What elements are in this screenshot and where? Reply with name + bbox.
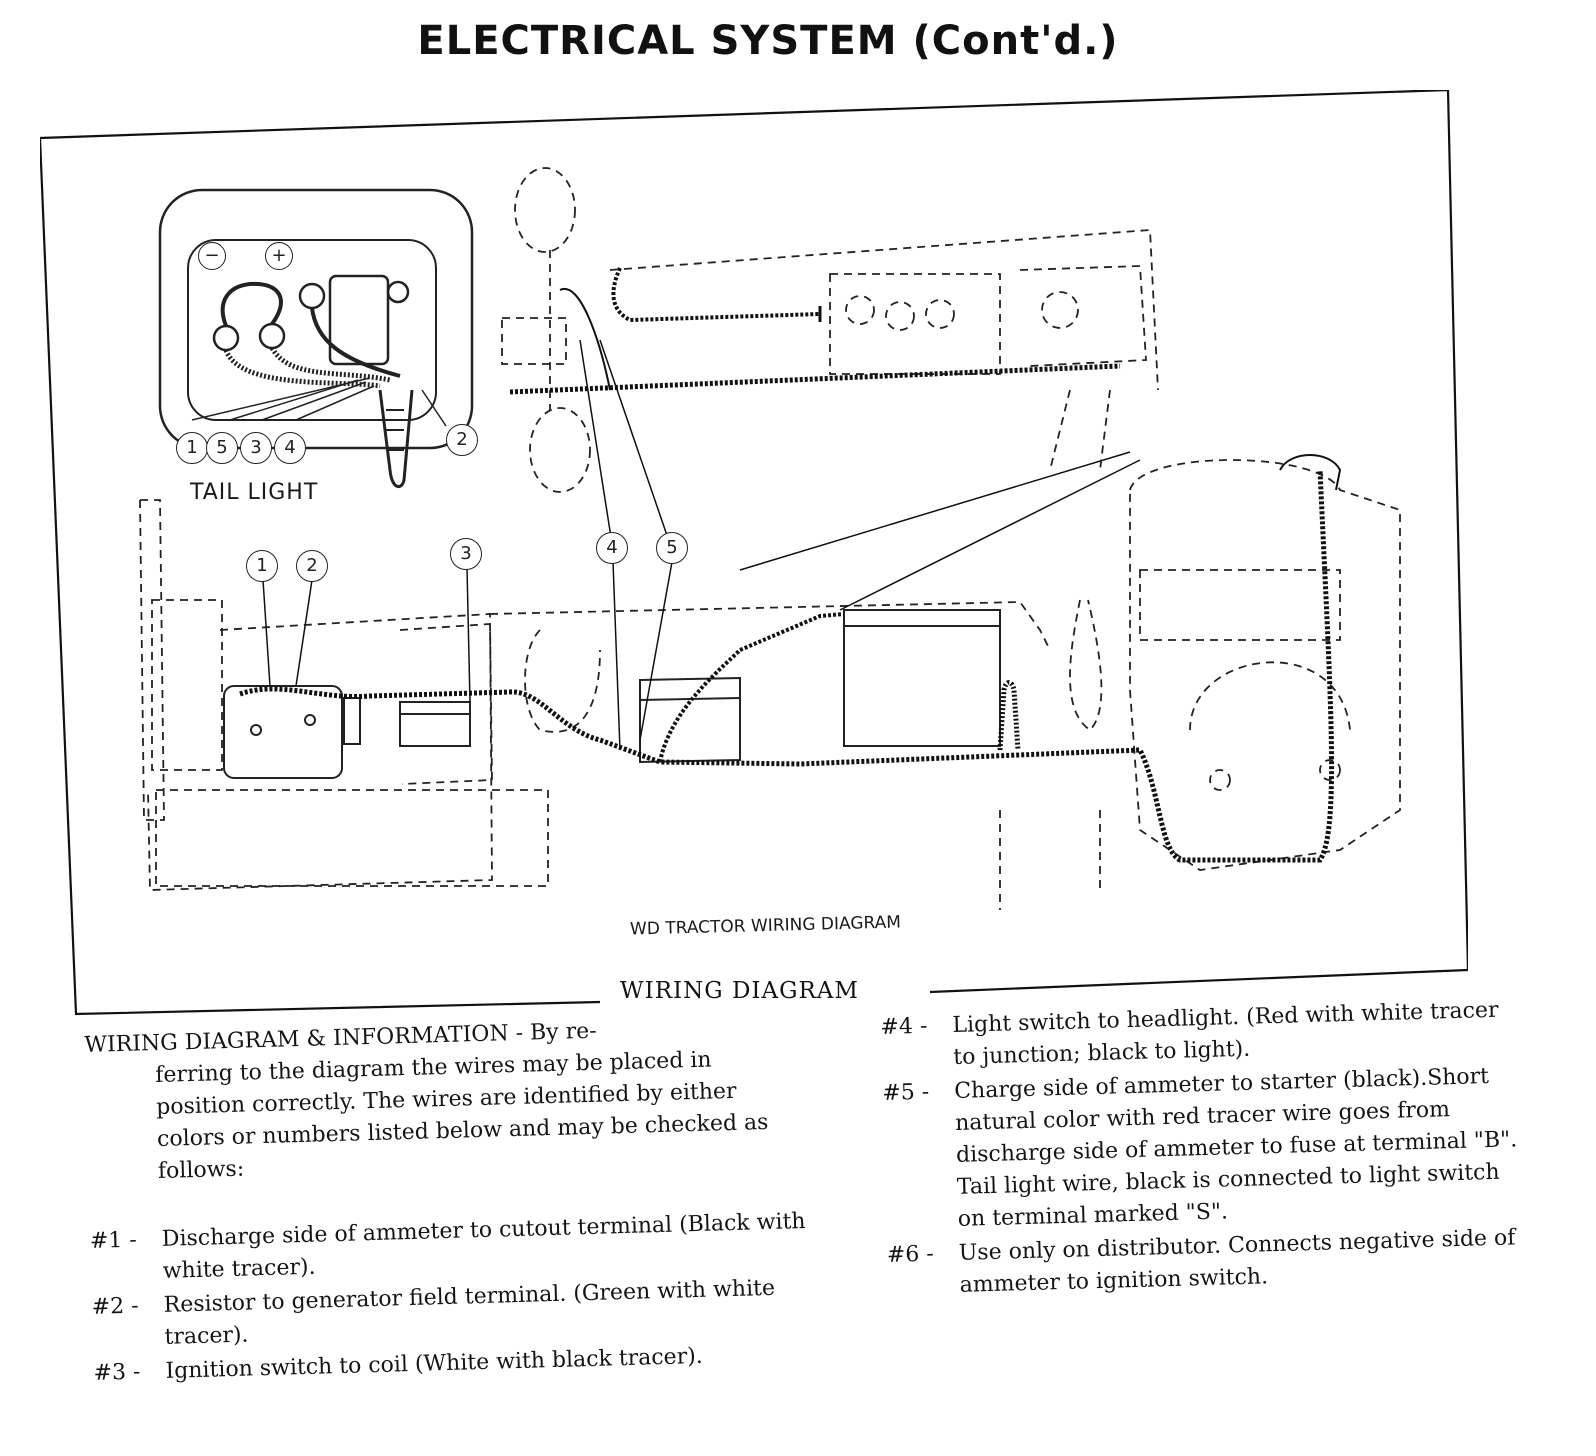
main-callout-5: 5 [656,532,688,564]
wire-item-5: #5 - Charge side of ammeter to starter (… [882,1060,1526,1238]
inset-callout-3: 3 [240,432,272,464]
polarity-positive: + [265,242,293,270]
wire-description: Use only on distributor. Connects negati… [958,1225,1516,1298]
wire-number: #6 - [886,1241,935,1268]
inset-callout-2: 2 [446,424,478,456]
inset-callout-1: 1 [176,432,208,464]
inset-callout-5: 5 [206,432,238,464]
figure-border [40,90,1468,971]
wire-number: #4 - [880,1013,928,1040]
wire-number: #1 - [89,1227,138,1254]
inset-callout-4: 4 [274,432,306,464]
coil [399,701,471,747]
main-callout-2: 2 [296,550,328,582]
intro-body: ferring to the diagram the wires may be … [154,1047,769,1184]
tractor-body [139,459,1401,910]
dash-assembly [501,167,1159,493]
wire-number: #3 - [93,1359,141,1386]
intro-paragraph: WIRING DIAGRAM & INFORMATION - By re- fe… [84,1010,808,1190]
wiring-diagram-drawing [40,90,1468,1016]
polarity-negative: − [198,242,226,270]
starter [639,676,741,764]
battery [843,609,1001,747]
tail-light-label: TAIL LIGHT [190,480,319,505]
page-title: ELECTRICAL SYSTEM (Cont'd.) [417,18,1119,64]
wire-number: #5 - [881,1079,930,1106]
main-callout-3: 3 [450,538,482,570]
figure-caption: WIRING DIAGRAM [610,978,869,1004]
tail-light-inset [158,188,474,488]
main-harness [239,469,1335,863]
wire-description: Charge side of ammeter to starter (black… [953,1064,1518,1232]
wire-number: #2 - [91,1293,139,1320]
info-left-column: WIRING DIAGRAM & INFORMATION - By re- fe… [84,1010,814,1390]
main-callout-1: 1 [246,550,278,582]
wiring-diagram-figure: 1 5 3 4 2 − + TAIL LIGHT 1 2 3 4 5 WD TR… [40,90,1468,1020]
upper-harness [509,363,1121,395]
generator [223,685,361,779]
main-callout-4: 4 [596,532,628,564]
info-right-column: #4 - Light switch to headlight. (Red wit… [880,992,1528,1304]
